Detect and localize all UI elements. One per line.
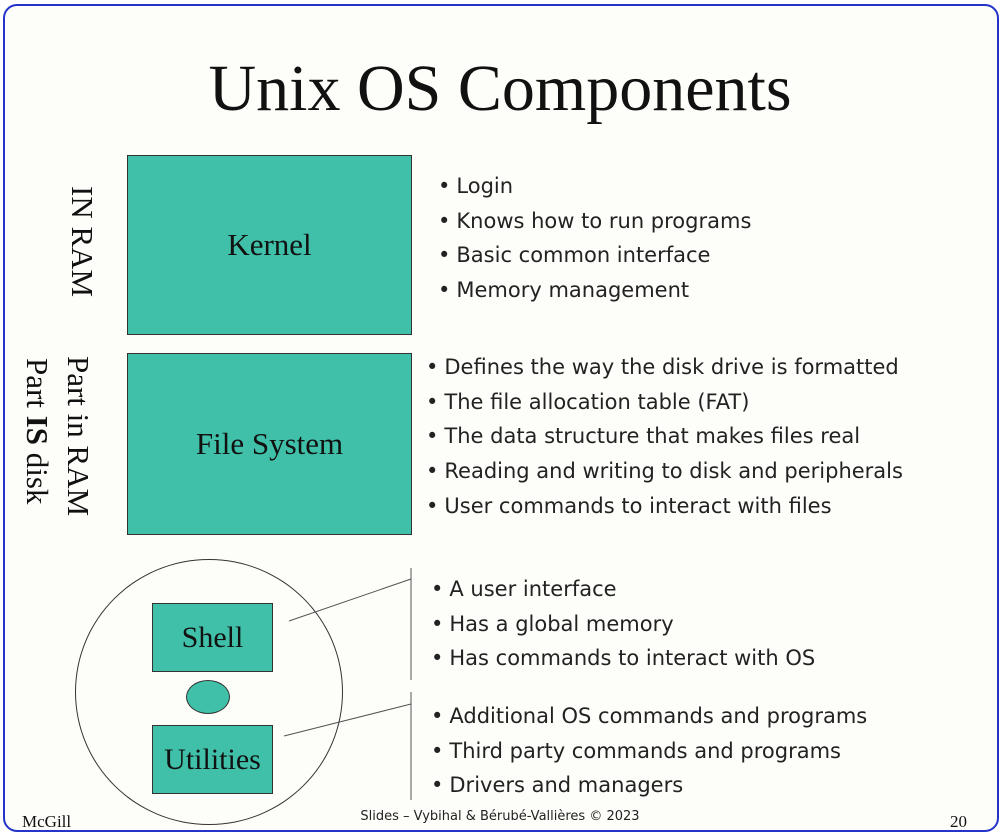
list-item: Has commands to interact with OS	[431, 641, 815, 676]
list-item: Third party commands and programs	[431, 734, 867, 769]
utilities-box: Utilities	[152, 725, 273, 794]
list-item: User commands to interact with files	[426, 489, 903, 524]
kernel-box: Kernel	[127, 155, 412, 335]
kernel-bullet-list: Login Knows how to run programs Basic co…	[438, 169, 751, 308]
file-system-bullet-list: Defines the way the disk drive is format…	[426, 350, 903, 523]
list-item: Has a global memory	[431, 607, 815, 642]
slide-number: 20	[950, 812, 967, 831]
utilities-bullet-list: Additional OS commands and programs Thir…	[431, 699, 867, 803]
list-item: The file allocation table (FAT)	[426, 385, 903, 420]
shell-bullet-list: A user interface Has a global memory Has…	[431, 572, 815, 676]
shell-utilities-circle	[75, 559, 343, 825]
list-item: The data structure that makes files real	[426, 419, 903, 454]
shell-pointer-line	[288, 578, 412, 622]
list-item: Basic common interface	[438, 238, 751, 273]
slide-title: Unix OS Components	[208, 52, 792, 125]
file-system-box: File System	[127, 353, 412, 535]
label-part-is-disk-prefix: Part	[20, 358, 55, 416]
list-item: Additional OS commands and programs	[431, 699, 867, 734]
list-item: Drivers and managers	[431, 768, 867, 803]
list-item: A user interface	[431, 572, 815, 607]
connector-dot	[186, 680, 230, 714]
label-part-is-disk-suffix: disk	[20, 445, 55, 505]
list-item: Knows how to run programs	[438, 204, 751, 239]
list-item: Login	[438, 169, 751, 204]
utilities-pointer-line	[283, 703, 412, 737]
label-part-in-ram: Part in RAM	[61, 356, 96, 517]
footer-institution: McGill	[22, 812, 72, 831]
label-in-ram: IN RAM	[65, 186, 100, 298]
list-item: Reading and writing to disk and peripher…	[426, 454, 903, 489]
label-part-is-disk: Part IS disk	[19, 358, 55, 504]
label-part-is-disk-bold: IS	[20, 415, 55, 445]
list-item: Memory management	[438, 273, 751, 308]
shell-box: Shell	[152, 603, 273, 672]
footer-credits: Slides – Vybihal & Bérubé-Vallières © 20…	[360, 809, 640, 824]
list-item: Defines the way the disk drive is format…	[426, 350, 903, 385]
